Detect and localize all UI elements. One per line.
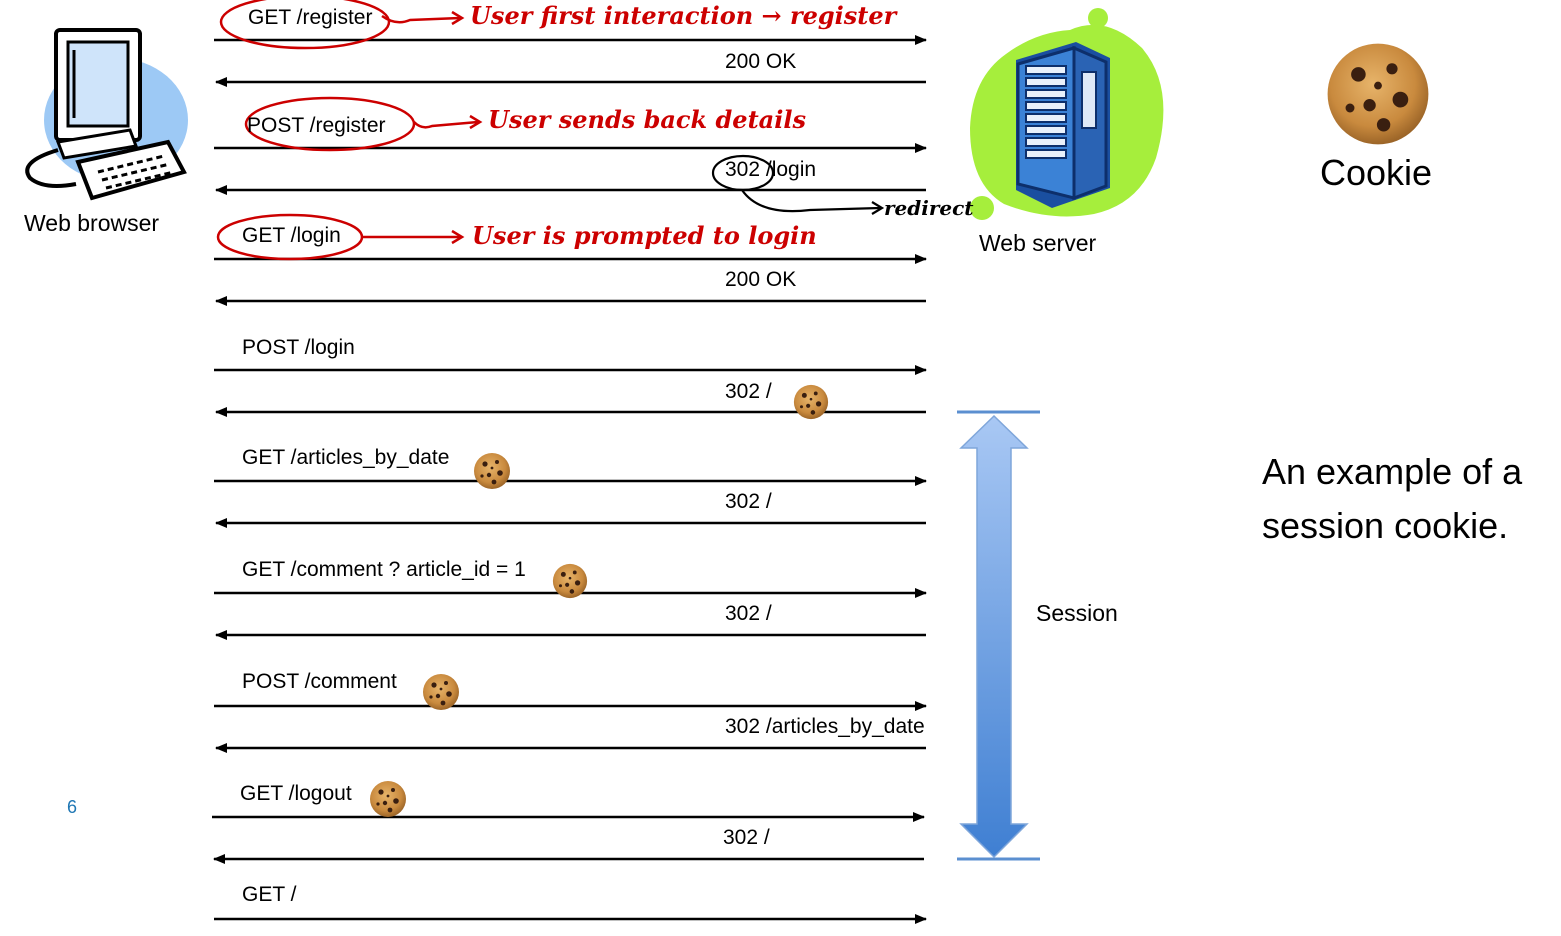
session-label: Session — [1036, 600, 1118, 626]
msg-label-m8: 302 / — [725, 380, 772, 403]
redirect-mark — [711, 154, 885, 215]
session-arrow — [959, 414, 1029, 859]
cookie-legend-icon — [1320, 38, 1436, 150]
msg-label-m6: 200 OK — [725, 268, 797, 291]
msg-label-m5: GET /login — [242, 224, 341, 247]
server-icon — [966, 8, 1178, 234]
cookie-m15 — [370, 781, 406, 817]
annotation-marks — [216, 0, 483, 261]
server-label: Web server — [979, 230, 1097, 256]
msg-label-m3: POST /register — [247, 114, 386, 137]
annotation-register: User first interaction → register — [470, 1, 897, 30]
msg-label-m7: POST /login — [242, 336, 355, 359]
browser-icon — [18, 22, 190, 212]
msg-label-m15: GET /logout — [240, 782, 352, 805]
msg-label-m9: GET /articles_by_date — [242, 446, 450, 469]
msg-label-m14: 302 /articles_by_date — [725, 715, 925, 738]
browser-label: Web browser — [24, 210, 160, 236]
cookie-m13 — [423, 674, 459, 710]
cookie-legend-label: Cookie — [1320, 152, 1433, 193]
annotation-redirect: redirect — [884, 196, 974, 220]
msg-label-m4: 302 /login — [725, 158, 817, 181]
msg-label-m11: GET /comment ? article_id = 1 — [242, 558, 526, 581]
msg-label-m12: 302 / — [725, 602, 772, 625]
msg-label-m1: GET /register — [248, 6, 373, 29]
msg-label-m16: 302 / — [723, 826, 770, 849]
cookie-m11 — [552, 563, 588, 599]
annotation-details: User sends back details — [488, 105, 806, 134]
cookie-m8 — [793, 384, 829, 420]
msg-label-m17: GET / — [242, 883, 297, 906]
page-number: 6 — [67, 797, 78, 817]
cookie-m9 — [474, 453, 510, 489]
msg-label-m10: 302 / — [725, 490, 772, 513]
caption-line: An example of a session cookie. — [1262, 451, 1523, 546]
annotation-login-prompt: User is prompted to login — [472, 221, 817, 250]
msg-label-m13: POST /comment — [242, 670, 397, 693]
msg-label-m2: 200 OK — [725, 50, 797, 73]
